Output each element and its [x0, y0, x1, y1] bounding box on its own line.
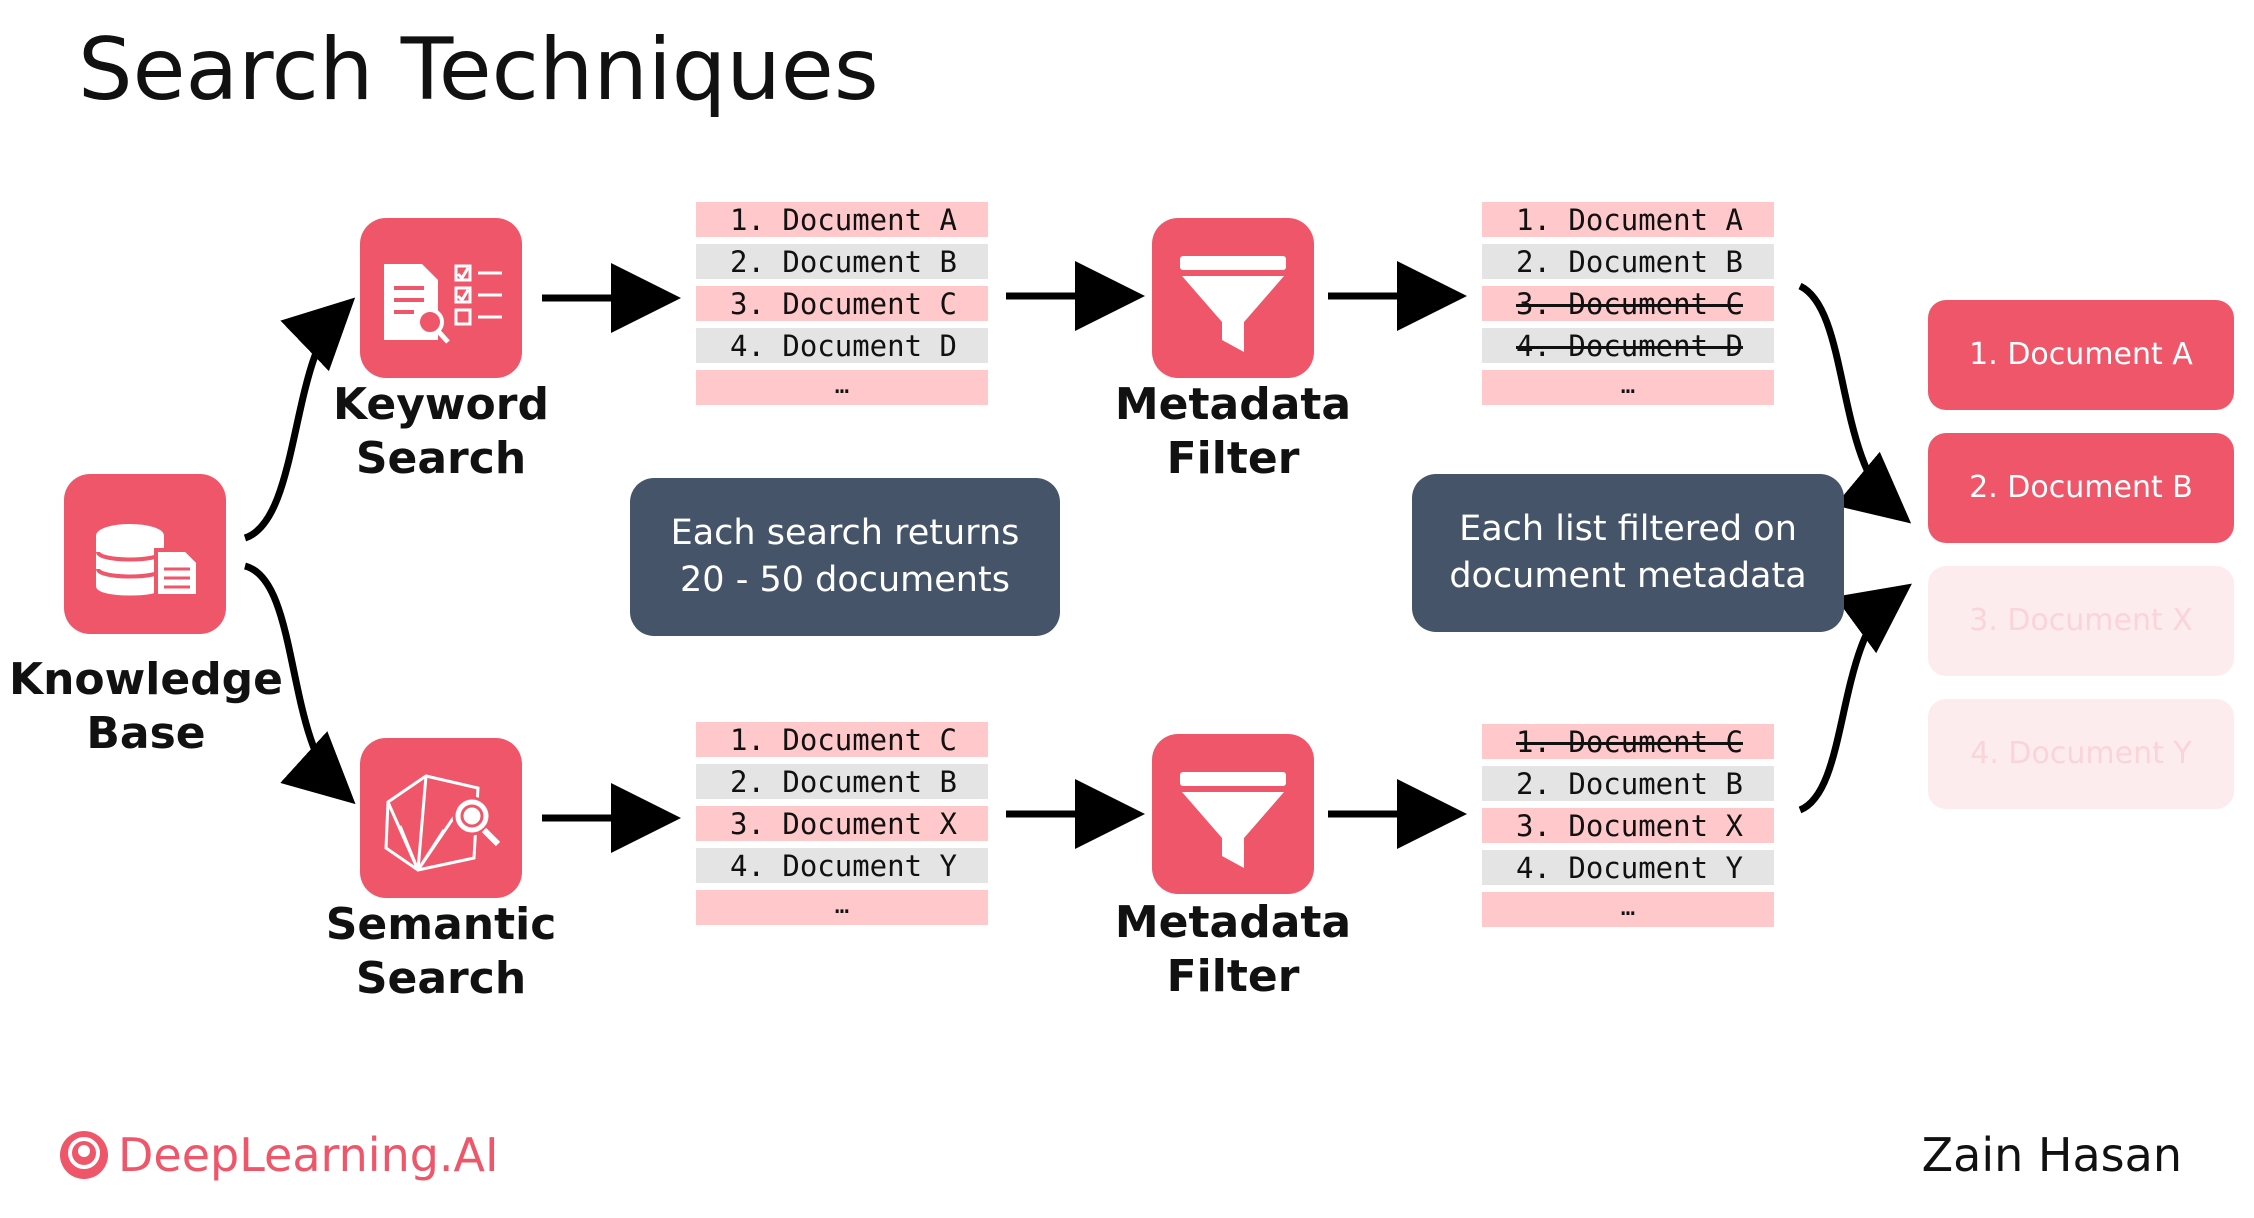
keyword-search-node — [360, 218, 522, 378]
keyword-filtered-list: 1. Document A 2. Document B 3. Document … — [1482, 202, 1774, 412]
list-item-ellipsis: … — [696, 370, 988, 405]
keyword-search-label: Keyword Search — [296, 378, 586, 486]
list-item: 4. Document Y — [1482, 850, 1774, 885]
list-item: 2. Document B — [1482, 244, 1774, 279]
author-name: Zain Hasan — [1921, 1128, 2182, 1182]
semantic-results-list: 1. Document C 2. Document B 3. Document … — [696, 722, 988, 932]
document-checklist-search-icon — [384, 264, 502, 344]
list-item: 2. Document B — [696, 764, 988, 799]
funnel-icon — [1180, 772, 1286, 868]
filter-callout-line1: Each list filtered on — [1459, 509, 1797, 549]
filter-callout: Each list filtered on document metadata — [1412, 474, 1844, 632]
list-item: 3. Document X — [696, 806, 988, 841]
list-item-text: … — [1620, 371, 1636, 399]
list-item-text: 1. Document C — [1516, 725, 1743, 759]
funnel-icon — [1180, 256, 1286, 352]
list-item-text: 2. Document B — [1516, 767, 1743, 801]
list-item-removed: 3. Document C — [1482, 286, 1774, 321]
final-result-item-faded: 4. Document Y — [1928, 699, 2234, 809]
list-item: 1. Document C — [696, 722, 988, 757]
arrow-kb-to-semantic — [243, 562, 356, 805]
semantic-search-label-line1: Semantic — [325, 899, 557, 950]
list-item-text: 3. Document C — [1516, 287, 1743, 321]
metadata-filter-top-label-line1: Metadata — [1114, 379, 1352, 430]
filter-callout-line2: document metadata — [1449, 556, 1807, 596]
list-item: 2. Document B — [696, 244, 988, 279]
keyword-results-list: 1. Document A 2. Document B 3. Document … — [696, 202, 988, 412]
list-item-removed: 4. Document D — [1482, 328, 1774, 363]
knowledge-base-node — [64, 474, 226, 634]
list-item: 4. Document D — [696, 328, 988, 363]
list-item-text: 4. Document Y — [1516, 851, 1743, 885]
list-item: 4. Document Y — [696, 848, 988, 883]
brand-name: DeepLearning.AI — [118, 1128, 499, 1182]
list-item-text: 4. Document D — [1516, 329, 1743, 363]
list-item: 3. Document C — [696, 286, 988, 321]
metadata-filter-top-node — [1152, 218, 1314, 378]
keyword-search-label-line2: Search — [355, 433, 527, 484]
list-item-removed: 1. Document C — [1482, 724, 1774, 759]
semantic-search-label-line2: Search — [355, 953, 527, 1004]
list-item: 2. Document B — [1482, 766, 1774, 801]
keyword-search-label-line1: Keyword — [333, 379, 549, 430]
semantic-filtered-list: 1. Document C 2. Document B 3. Document … — [1482, 724, 1774, 934]
list-item: 3. Document X — [1482, 808, 1774, 843]
metadata-filter-bottom-label: Metadata Filter — [1092, 896, 1374, 1004]
brand-logo: DeepLearning.AI — [58, 1128, 499, 1182]
list-item: 1. Document A — [1482, 202, 1774, 237]
vector-space-search-icon — [384, 774, 501, 872]
list-item-ellipsis: … — [1482, 892, 1774, 927]
final-result-item-faded: 3. Document X — [1928, 566, 2234, 676]
list-item-text: … — [1620, 893, 1636, 921]
search-callout-line1: Each search returns — [670, 513, 1020, 553]
metadata-filter-bottom-node — [1152, 734, 1314, 894]
knowledge-base-label-line2: Base — [86, 708, 206, 759]
list-item-text: 2. Document B — [1516, 245, 1743, 279]
page-title: Search Techniques — [78, 20, 879, 120]
metadata-filter-bottom-label-line2: Filter — [1166, 951, 1300, 1002]
knowledge-base-label: Knowledge Base — [0, 653, 292, 761]
semantic-search-node — [360, 738, 522, 898]
knowledge-base-label-line1: Knowledge — [8, 654, 284, 705]
final-result-item: 1. Document A — [1928, 300, 2234, 410]
deeplearning-logo-icon — [60, 1131, 108, 1179]
list-item: 1. Document A — [696, 202, 988, 237]
search-callout: Each search returns 20 - 50 documents — [630, 478, 1060, 636]
semantic-search-label: Semantic Search — [296, 898, 586, 1006]
list-item-ellipsis: … — [696, 890, 988, 925]
final-result-item: 2. Document B — [1928, 433, 2234, 543]
list-item-text: 1. Document A — [1516, 203, 1743, 237]
arrow-bottom-to-results — [1798, 583, 1912, 814]
list-item-ellipsis: … — [1482, 370, 1774, 405]
database-document-icon — [96, 524, 200, 598]
arrow-kb-to-keyword — [243, 297, 356, 542]
search-callout-line2: 20 - 50 documents — [680, 560, 1010, 600]
list-item-text: 3. Document X — [1516, 809, 1743, 843]
metadata-filter-bottom-label-line1: Metadata — [1114, 897, 1352, 948]
arrow-top-to-results — [1798, 282, 1912, 524]
metadata-filter-top-label: Metadata Filter — [1092, 378, 1374, 486]
metadata-filter-top-label-line2: Filter — [1166, 433, 1300, 484]
